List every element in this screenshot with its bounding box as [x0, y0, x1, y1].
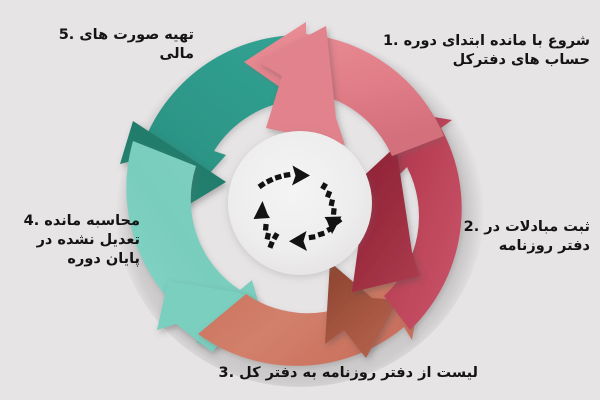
center-arrow-bottom: [289, 217, 343, 251]
step-label-3: لیست از دفتر روزنامه به دفتر کل .3: [218, 365, 478, 381]
step-label-1: شروع با مانده ابتدای دوره .1 حساب های دف…: [382, 33, 590, 69]
segment-terracotta-arrowhead: [325, 262, 398, 358]
segment-rose-arrowhead: [258, 26, 345, 145]
segment-mint-arrowhead: [157, 281, 258, 352]
step-label-4: محاسبه مانده .4 تعدیل نشده در پایان دوره: [23, 213, 140, 268]
step-label-2: ثبت مبادلات در .2 دفتر روزنامه: [463, 219, 590, 255]
step-label-5: تهیه صورت های .5 مالی: [58, 27, 194, 63]
center-arrow-left: [253, 201, 280, 249]
segment-wine: [380, 108, 462, 330]
center-arrow-top: [257, 165, 310, 190]
center-arrow-cluster: [253, 165, 343, 251]
center-hub: [228, 131, 372, 275]
